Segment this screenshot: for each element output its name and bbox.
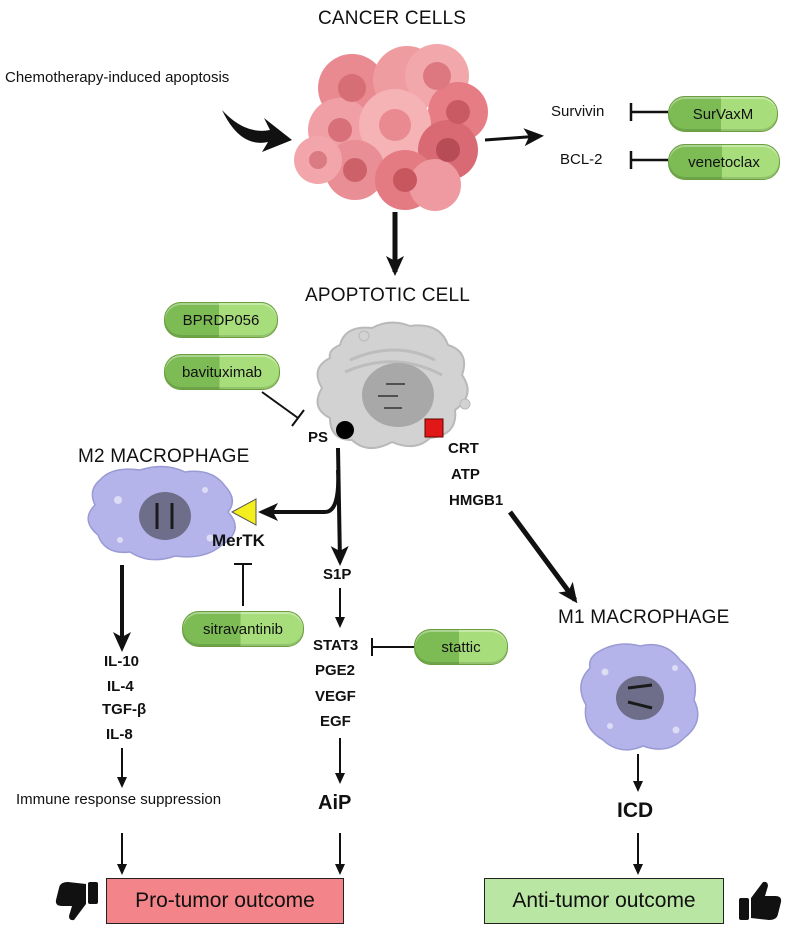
drug-pill-stattic: stattic (414, 629, 508, 665)
chemo-label: Chemotherapy-induced apoptosis (5, 69, 230, 86)
apoptotic-cell (316, 321, 471, 449)
inhibit-bcl2 (629, 151, 668, 169)
header-m2-macrophage: M2 MACROPHAGE (78, 446, 250, 467)
mertk-receptor (230, 498, 257, 526)
drug-pill-sitravantinib: sitravantinib (182, 611, 304, 647)
stat3-label: STAT3 (313, 637, 359, 654)
il10-label: IL-10 (104, 653, 140, 670)
arrow-hmgb1-m1 (507, 510, 578, 604)
cancer-cells-cluster (294, 44, 488, 211)
vegf-label: VEGF (315, 688, 356, 705)
m1-macrophage (580, 643, 699, 751)
inhibit-survivin (629, 103, 668, 121)
header-apoptotic-cell: APOPTOTIC CELL (305, 285, 471, 306)
drug-pill-survaxm: SurVaxM (668, 96, 778, 132)
header-cancer-cells: CANCER CELLS (318, 8, 467, 29)
il4-label: IL-4 (107, 678, 134, 695)
bcl2-label: BCL-2 (560, 151, 603, 168)
atp-label: ATP (451, 466, 480, 483)
s1p-label: S1P (323, 566, 352, 583)
aip-label: AiP (318, 792, 352, 814)
pge2-label: PGE2 (315, 662, 356, 679)
crt-label: CRT (448, 440, 479, 457)
thumbs-up-icon (739, 881, 782, 920)
inhibit-ps (261, 391, 305, 427)
drug-pill-bavituximab: bavituximab (164, 354, 280, 390)
inhibit-stat3 (371, 638, 418, 656)
immune-suppression-label: Immune response suppression (16, 791, 222, 808)
inhibit-mertk (234, 563, 252, 606)
egf-label: EGF (320, 713, 351, 730)
il8-label: IL-8 (106, 726, 133, 743)
pro-tumor-outcome-box: Pro-tumor outcome (106, 878, 344, 924)
m2-macrophage (87, 465, 236, 561)
arrow-ps-mertk (258, 469, 341, 521)
chemo-arrow (222, 110, 292, 152)
anti-tumor-outcome-box: Anti-tumor outcome (484, 878, 724, 924)
ps-marker (336, 421, 354, 439)
tgfb-label: TGF-β (102, 701, 147, 718)
drug-pill-bprdp056: BPRDP056 (164, 302, 278, 338)
hmgb1-label: HMGB1 (449, 492, 504, 509)
survivin-label: Survivin (551, 103, 605, 120)
icd-label: ICD (617, 799, 654, 822)
mertk-label: MerTK (212, 531, 265, 550)
arrow-cancer-right (484, 128, 544, 147)
header-m1-macrophage: M1 MACROPHAGE (558, 607, 730, 628)
drug-pill-venetoclax: venetoclax (668, 144, 780, 180)
ps-label: PS (308, 429, 329, 446)
crt-marker (424, 418, 444, 438)
arrow-ps-s1p (330, 447, 349, 566)
thumbs-down-icon (55, 882, 98, 921)
